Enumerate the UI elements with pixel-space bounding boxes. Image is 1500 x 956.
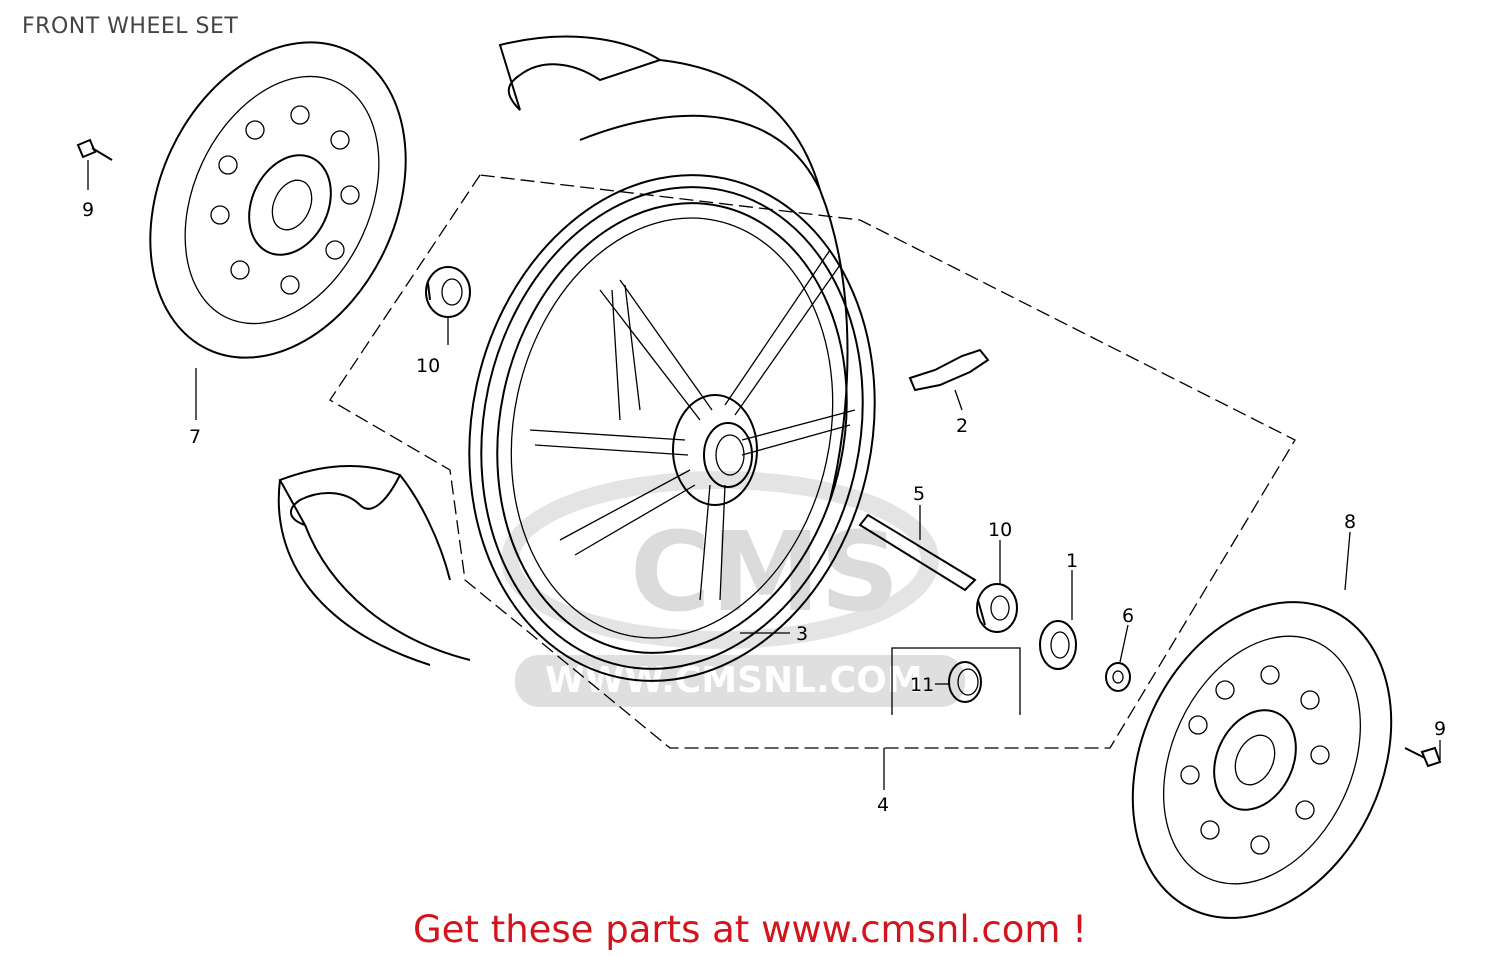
bearing-right xyxy=(976,583,1018,633)
leader-lines xyxy=(87,160,1441,790)
tire xyxy=(277,35,849,666)
callout-6: 6 xyxy=(1122,605,1134,627)
axle-sleeve xyxy=(858,513,977,592)
page-title: FRONT WHEEL SET xyxy=(22,14,239,39)
kit-bracket xyxy=(891,647,1021,715)
circlip xyxy=(948,661,982,703)
callout-1: 1 xyxy=(1066,550,1078,572)
callout-11: 11 xyxy=(910,674,934,696)
promo-link[interactable]: Get these parts at www.cmsnl.com ! xyxy=(412,908,1087,951)
bearing-left xyxy=(425,266,471,318)
brake-disc-right xyxy=(1131,601,1393,919)
callout-8: 8 xyxy=(1344,511,1356,533)
watermark-logo: CMS xyxy=(630,508,899,636)
assembly-outline xyxy=(329,174,1296,749)
callout-7: 7 xyxy=(189,426,201,448)
callout-10-left: 10 xyxy=(416,355,440,377)
valve-stem xyxy=(908,348,990,392)
callout-5: 5 xyxy=(913,483,925,505)
watermark-url: WWW.CMSNL.COM xyxy=(545,660,923,701)
callout-4: 4 xyxy=(877,794,889,816)
oil-seal xyxy=(1039,620,1077,670)
wheel-rim xyxy=(468,174,876,682)
callout-9-left: 9 xyxy=(82,199,94,221)
bolt-right xyxy=(1404,746,1442,768)
callout-3: 3 xyxy=(796,623,808,645)
bolt-left xyxy=(76,138,113,161)
distance-collar xyxy=(1105,662,1131,692)
callout-9-right: 9 xyxy=(1434,718,1446,740)
watermark: CMS WWW.CMSNL.COM xyxy=(501,471,965,707)
callout-10-right: 10 xyxy=(988,519,1012,541)
brake-disc-left xyxy=(149,41,407,359)
callout-2: 2 xyxy=(956,415,968,437)
